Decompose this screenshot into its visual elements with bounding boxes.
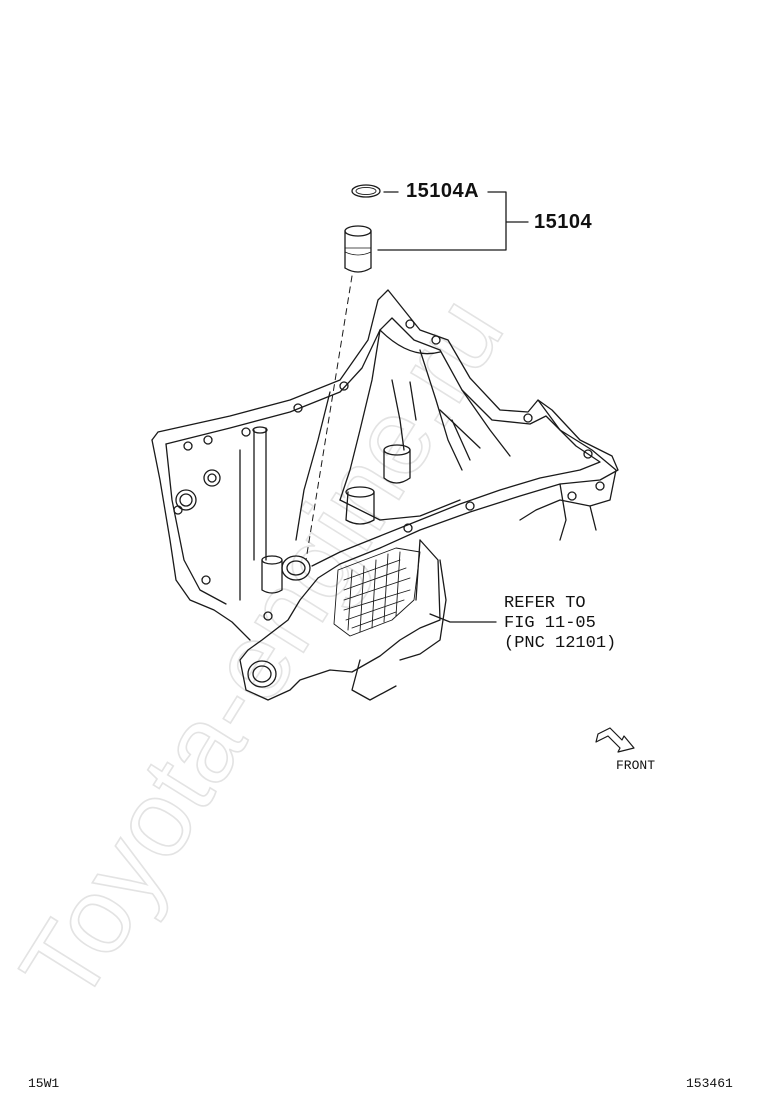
oring-part[interactable] xyxy=(351,184,381,198)
footer-left-code: 15W1 xyxy=(28,1076,60,1091)
footer-right-code: 153461 xyxy=(686,1076,733,1091)
oring-part-number: 15104A xyxy=(406,180,480,202)
refer-line-1: REFER TO xyxy=(504,594,586,613)
front-arrow-icon xyxy=(595,727,635,753)
install-line xyxy=(305,275,353,561)
refer-note: REFER TO FIG 11-05 (PNC 12101) xyxy=(504,594,616,654)
strainer-part[interactable] xyxy=(344,225,372,273)
refer-leader xyxy=(429,613,497,623)
refer-line-3: (PNC 12101) xyxy=(504,634,617,653)
front-label: FRONT xyxy=(616,758,656,773)
strainer-screen xyxy=(333,547,421,637)
bracket-leader xyxy=(377,191,529,251)
oil-pan-body xyxy=(151,289,619,701)
refer-line-2: FIG 11-05 xyxy=(504,614,596,633)
strainer-part-number: 15104 xyxy=(534,211,593,233)
